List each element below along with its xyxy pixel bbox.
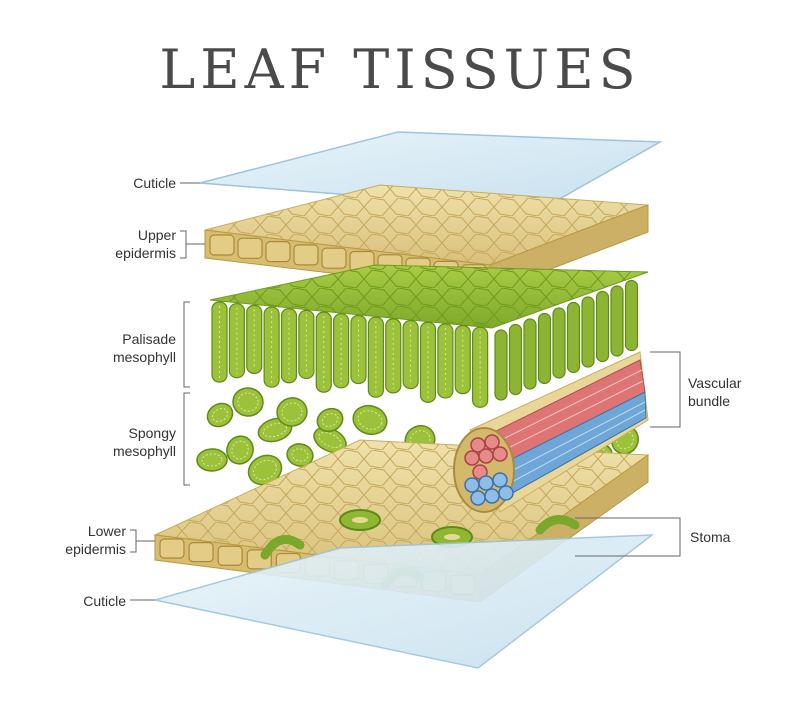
palisade-mesophyll-layer <box>209 264 649 408</box>
upper-epidermis-label-line2: epidermis <box>115 245 176 261</box>
vascular-bundle-label-line1: Vascular <box>688 375 742 391</box>
page-title: LEAF TISSUES <box>159 38 641 101</box>
lower-epidermis-label-line1: Lower <box>87 523 126 539</box>
vascular-bundle-label-line2: bundle <box>688 393 731 409</box>
cuticle-bottom-layer <box>154 534 655 669</box>
lower-epidermis-label-line2: epidermis <box>65 541 126 557</box>
palisade-label-line2: mesophyll <box>112 349 176 365</box>
palisade-label-line1: Palisade <box>122 331 176 347</box>
label-connectors <box>130 182 681 601</box>
spongy-label-line1: Spongy <box>128 425 176 441</box>
spongy-label-line2: mesophyll <box>112 443 176 459</box>
cuticle-bottom-label: Cuticle <box>83 593 126 609</box>
stoma-label: Stoma <box>690 529 731 545</box>
vascular-bundle <box>453 351 649 513</box>
cuticle-top-label: Cuticle <box>133 175 176 191</box>
upper-epidermis-label-line1: Upper <box>137 227 176 243</box>
